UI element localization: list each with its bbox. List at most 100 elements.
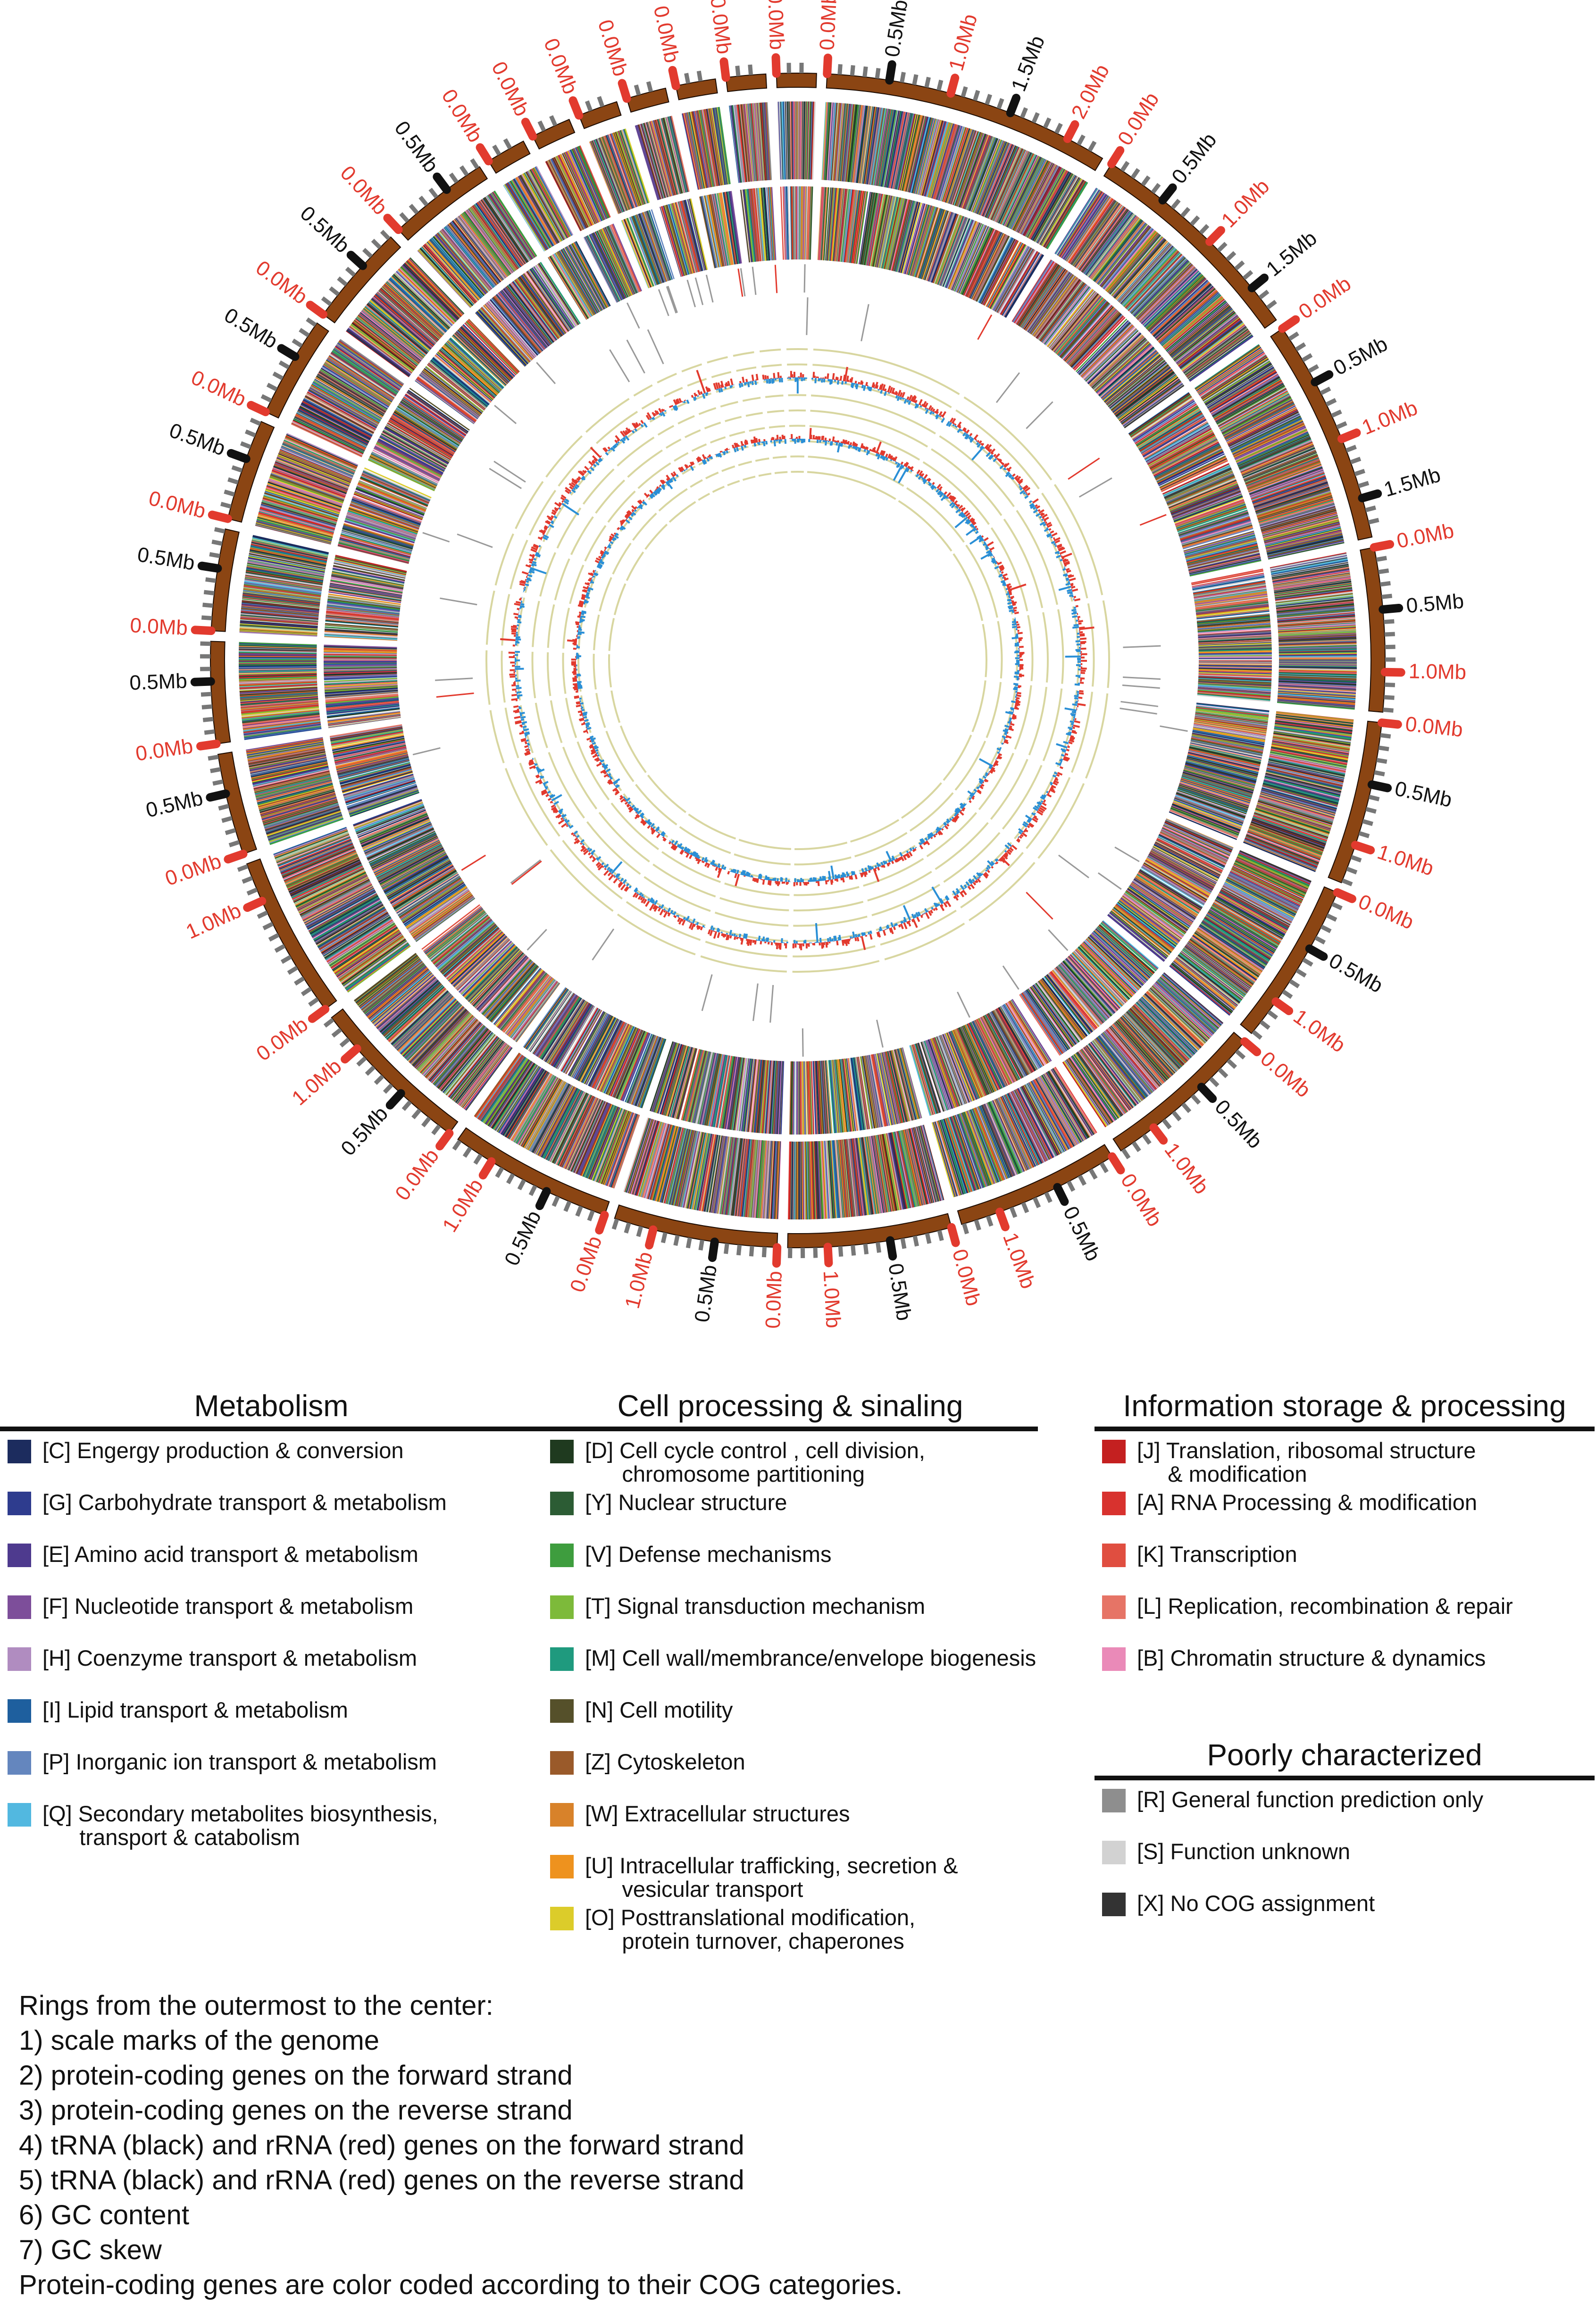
reverse-gene (933, 214, 959, 284)
reverse-gene (1021, 267, 1063, 328)
reverse-gene (1031, 275, 1075, 335)
reverse-gene (925, 211, 951, 281)
forward-gene (1266, 533, 1343, 552)
forward-gene (1163, 297, 1224, 349)
reverse-gene (1195, 595, 1268, 607)
tick-label: 0.0Mb (566, 1233, 607, 1295)
forward-gene (1223, 400, 1294, 438)
minor-tick (257, 910, 268, 919)
forward-gene (1156, 287, 1215, 340)
forward-gene (1270, 556, 1347, 572)
reverse-gene (1036, 280, 1082, 339)
minor-tick (735, 66, 741, 76)
minor-tick (924, 76, 931, 88)
reverse-gene (1184, 533, 1255, 554)
tick-label: 0.5Mb (1405, 590, 1465, 618)
forward-gene (935, 125, 959, 200)
forward-gene (1225, 404, 1295, 441)
reverse-gene (959, 226, 990, 294)
reverse-gene (1081, 325, 1134, 378)
reverse-gene (1093, 340, 1148, 390)
reverse-gene (1198, 684, 1271, 691)
forward-gene (1138, 266, 1195, 322)
tick-label: 0.5Mb (220, 303, 282, 353)
forward-gene (1235, 427, 1307, 461)
minor-tick (1345, 444, 1357, 453)
tick-label: 0.5Mb (129, 669, 188, 694)
forward-gene (1095, 221, 1145, 284)
forward-gene (1219, 391, 1288, 430)
forward-gene (1136, 262, 1192, 319)
minor-tick (383, 1083, 393, 1094)
minor-tick (495, 1167, 504, 1178)
forward-gene (1262, 514, 1338, 536)
minor-tick (549, 115, 558, 126)
forward-gene (1262, 516, 1338, 538)
minor-tick (1181, 1102, 1192, 1113)
tick-label: 0.5Mb (166, 419, 228, 460)
reverse-gene (871, 194, 887, 267)
forward-gene (1021, 165, 1059, 235)
forward-gene (1174, 312, 1236, 361)
minor-tick (449, 172, 459, 184)
forward-gene (840, 103, 849, 182)
reverse-gene (936, 216, 963, 285)
forward-gene (1231, 417, 1302, 453)
tick-label: 0.0Mb (251, 256, 312, 309)
forward-gene (1214, 380, 1282, 420)
tick-label: 0.5Mb (296, 201, 354, 257)
minor-tick (1218, 1068, 1228, 1078)
forward-gene (1178, 318, 1241, 367)
forward-gene (1090, 217, 1139, 279)
forward-gene (1245, 456, 1319, 485)
forward-gene (1066, 196, 1111, 262)
minor-tick (365, 1065, 376, 1076)
major-tick (206, 789, 230, 802)
reverse-gene (894, 200, 913, 272)
forward-gene (1278, 621, 1356, 628)
reverse-gene (966, 230, 998, 297)
reverse-gene (1195, 708, 1269, 718)
reverse-gene (1115, 371, 1174, 417)
forward-gene (855, 105, 866, 183)
forward-gene (1094, 220, 1144, 283)
forward-gene (1229, 412, 1300, 449)
forward-gene (1270, 553, 1347, 570)
minor-tick (1384, 682, 1395, 687)
reverse-gene (1177, 506, 1247, 531)
reverse-gene (963, 228, 995, 296)
reverse-gene (936, 215, 962, 284)
forward-gene (986, 146, 1019, 218)
reverse-gene (904, 203, 926, 275)
forward-gene (1264, 523, 1340, 543)
contig-backbone (725, 73, 768, 92)
forward-gene (1271, 560, 1348, 576)
minor-tick (506, 1173, 515, 1185)
reverse-gene (990, 244, 1027, 309)
reverse-gene (1191, 568, 1263, 584)
forward-gene (1137, 265, 1194, 321)
forward-gene (1187, 333, 1252, 380)
forward-gene (1033, 173, 1072, 242)
forward-gene (1265, 528, 1342, 548)
reverse-gene (1164, 467, 1232, 499)
minor-tick (1043, 117, 1052, 129)
forward-gene (1168, 304, 1229, 355)
forward-gene (1141, 269, 1198, 325)
forward-gene (1175, 314, 1237, 364)
forward-gene (1056, 189, 1099, 255)
minor-tick (1077, 134, 1086, 146)
reverse-gene (889, 199, 907, 270)
forward-gene (1237, 434, 1310, 467)
reverse-gene (1170, 486, 1240, 515)
reverse-gene (1068, 310, 1119, 366)
reverse-gene (964, 229, 996, 296)
reverse-gene (1081, 326, 1135, 378)
major-tick (1108, 1152, 1125, 1175)
major-tick (476, 143, 493, 166)
major-tick (191, 626, 216, 635)
forward-gene (1274, 579, 1351, 592)
forward-gene (1278, 665, 1357, 667)
forward-gene (970, 138, 1000, 212)
reverse-gene (1188, 552, 1260, 570)
